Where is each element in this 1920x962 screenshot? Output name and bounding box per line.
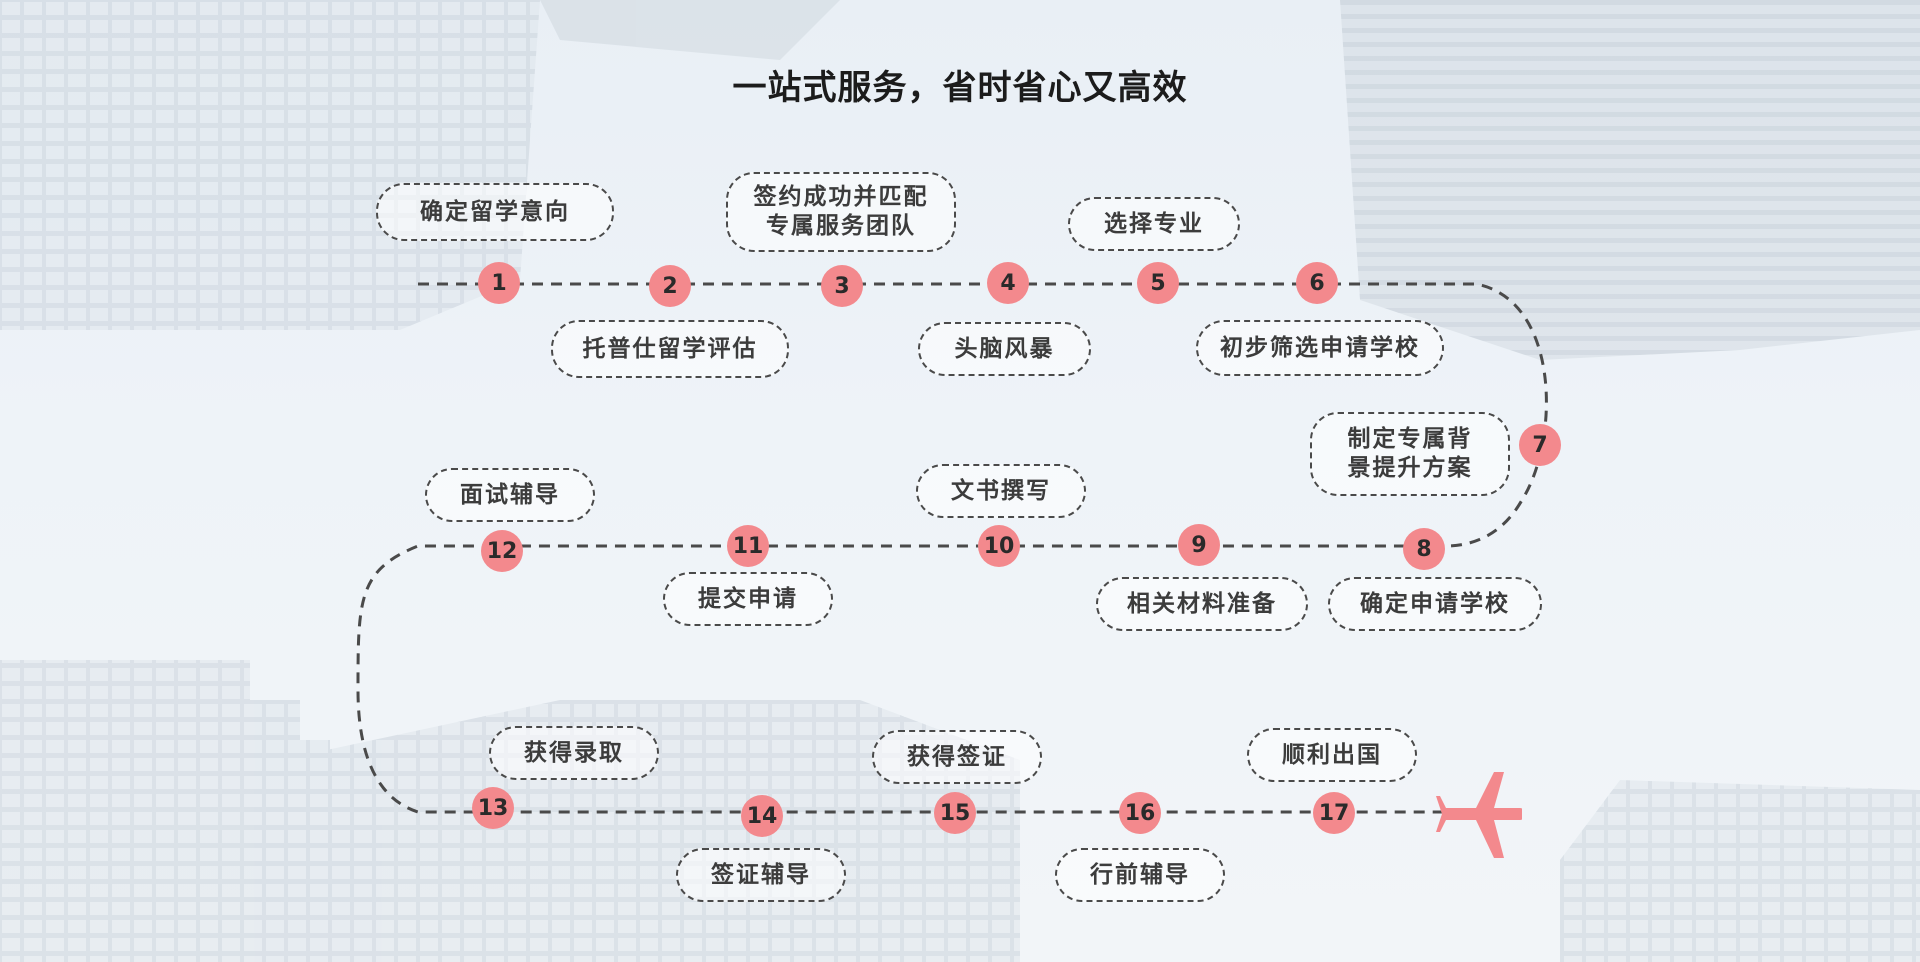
step-label-13: 获得录取 [489,726,659,780]
step-number-15: 15 [934,792,976,834]
step-number-6: 6 [1296,262,1338,304]
step-label-8: 确定申请学校 [1328,577,1542,631]
step-label-9: 相关材料准备 [1096,577,1308,631]
step-label-17: 顺利出国 [1247,728,1417,782]
step-number-16: 16 [1119,792,1161,834]
step-number-3: 3 [821,265,863,307]
step-label-10: 文书撰写 [916,464,1086,518]
step-label-4: 头脑风暴 [918,322,1091,376]
step-number-1: 1 [478,262,520,304]
step-label-5: 选择专业 [1068,197,1240,251]
step-label-11: 提交申请 [663,572,833,626]
step-number-5: 5 [1137,262,1179,304]
step-label-6: 初步筛选申请学校 [1196,320,1444,376]
step-number-14: 14 [741,795,783,837]
step-number-4: 4 [987,262,1029,304]
step-number-13: 13 [472,787,514,829]
step-label-14: 签证辅导 [676,848,846,902]
step-label-16: 行前辅导 [1055,848,1225,902]
step-label-1: 确定留学意向 [376,183,614,241]
step-label-7: 制定专属背 景提升方案 [1310,412,1510,496]
step-number-10: 10 [978,525,1020,567]
airplane-icon [1436,772,1522,858]
step-number-7: 7 [1519,424,1561,466]
step-number-2: 2 [649,265,691,307]
step-label-3: 签约成功并匹配 专属服务团队 [726,172,956,252]
step-label-2: 托普仕留学评估 [551,320,789,378]
step-number-12: 12 [481,530,523,572]
step-label-12: 面试辅导 [425,468,595,522]
page-title: 一站式服务，省时省心又高效 [732,68,1188,108]
step-number-8: 8 [1403,528,1445,570]
step-label-15: 获得签证 [872,730,1042,784]
step-number-17: 17 [1313,792,1355,834]
step-number-9: 9 [1178,524,1220,566]
step-number-11: 11 [727,525,769,567]
